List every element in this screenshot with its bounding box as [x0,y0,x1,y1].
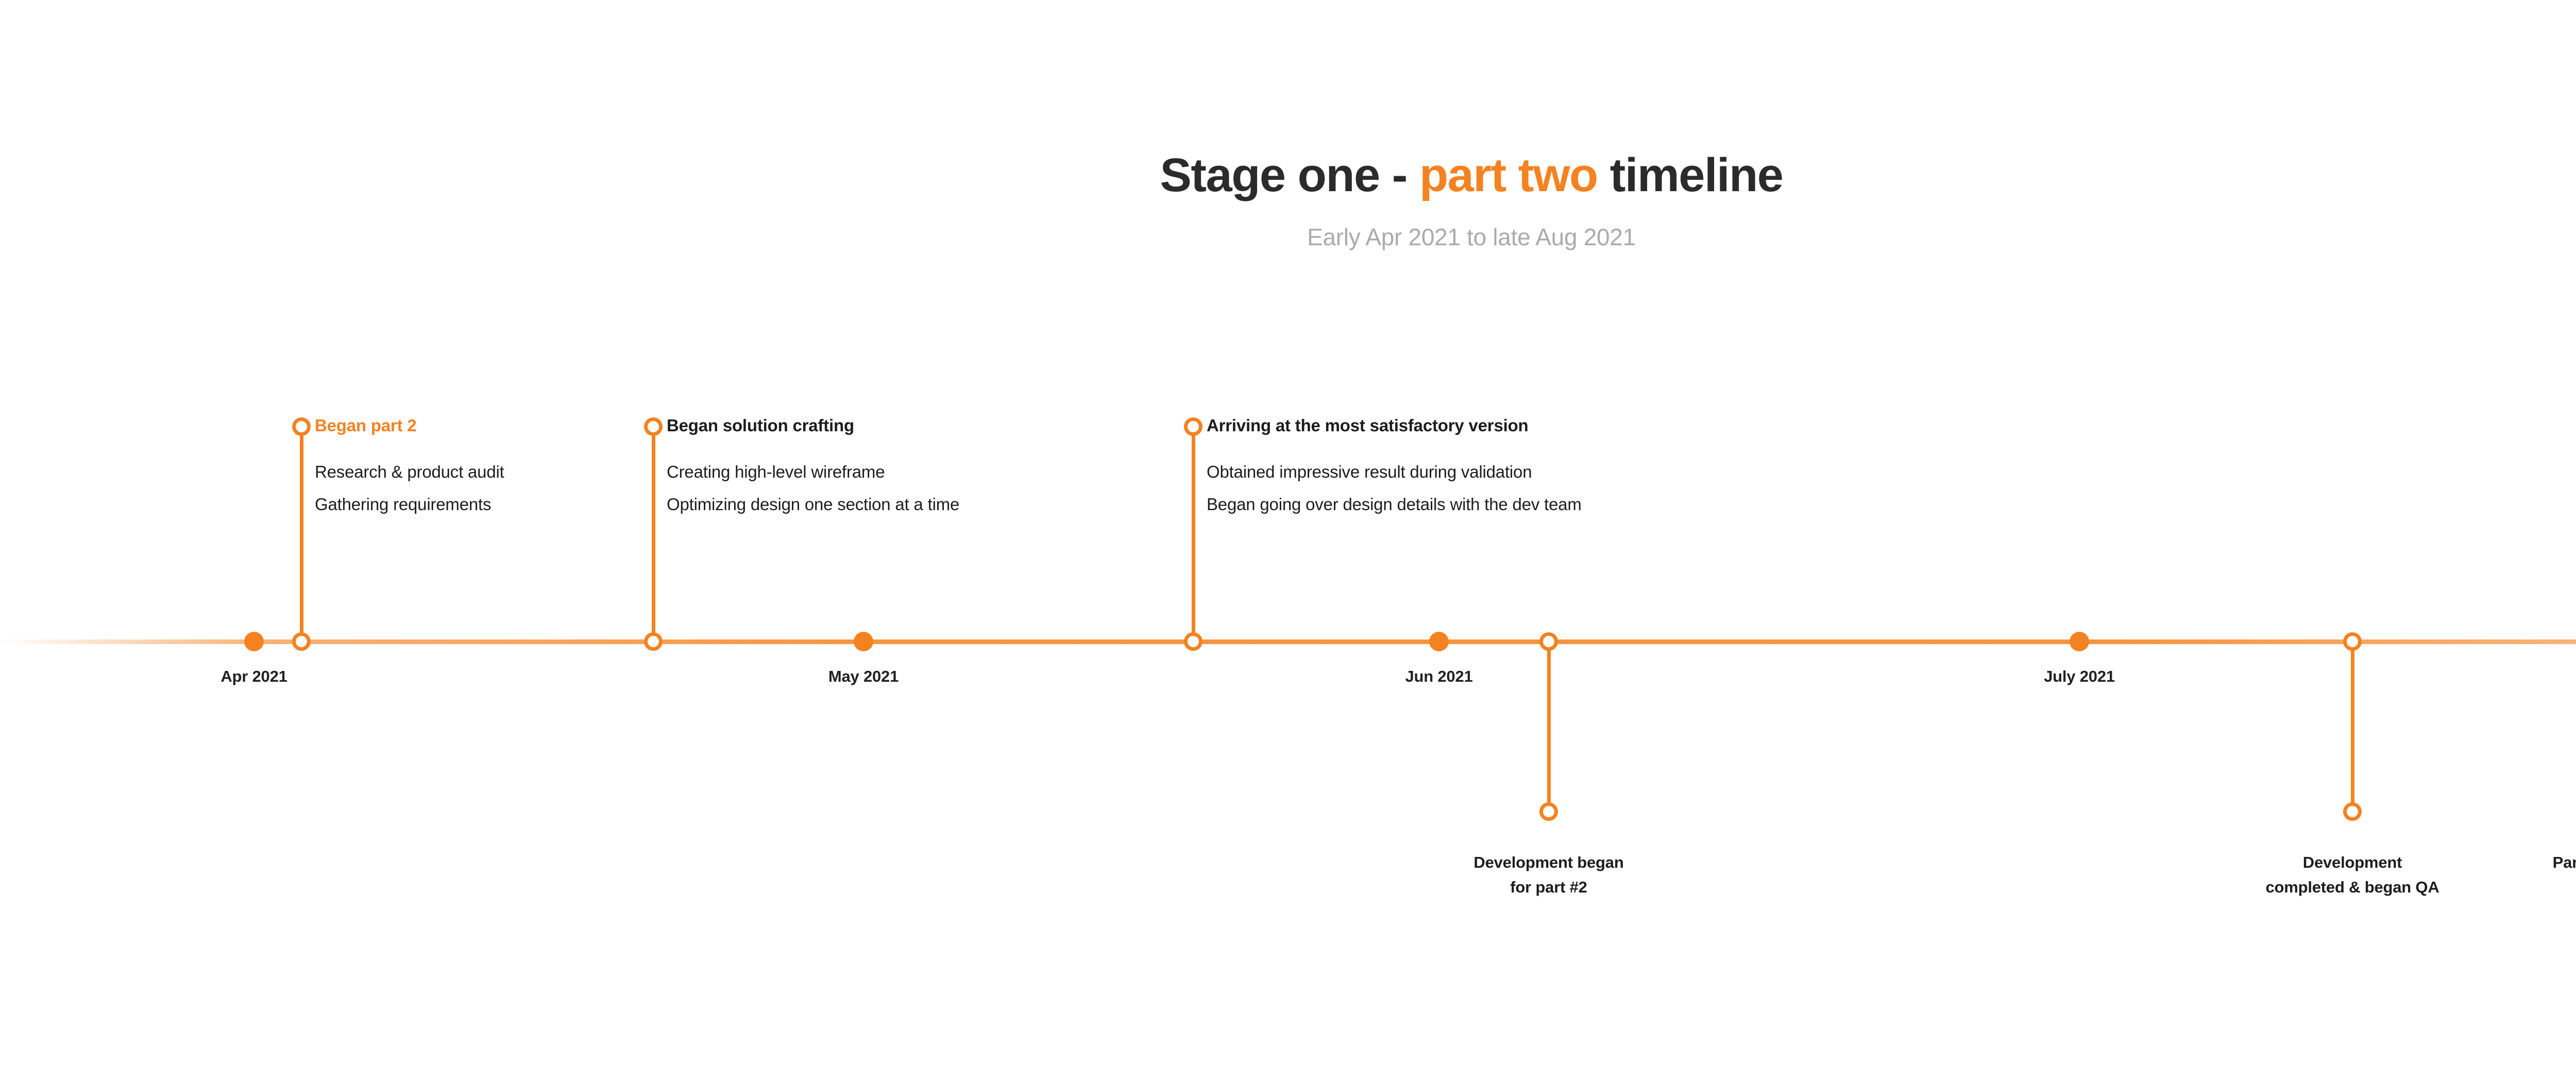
timeline-event-below: Development completed & began QA [2265,850,2439,900]
title-segment-one: Stage one - [1160,149,1419,201]
event-label-line: production [2553,875,2576,900]
event-detail-line: Gathering requirements [315,495,492,514]
month-tick-dot [1429,632,1449,651]
title-segment-three: timeline [1597,149,1784,201]
event-connector-stem [299,427,303,642]
event-detail-line: Research & product audit [315,462,504,481]
month-tick-dot [854,632,873,651]
month-tick-label: Jun 2021 [1405,667,1473,685]
event-label-line: Part #2 pushed to [2552,853,2576,871]
event-axis-ring[interactable] [644,632,663,651]
event-connector-stem [2350,642,2354,812]
month-tick-dot [244,632,264,651]
event-detail-line: Obtained impressive result during valida… [1207,462,1532,481]
event-detail-line: Began going over design details with the… [1207,495,1582,514]
event-label-line: for part #2 [1510,878,1587,897]
event-label-line: Development began [1473,853,1624,871]
event-detail-line: Optimizing design one section at a time [667,495,960,514]
event-axis-ring[interactable] [2343,632,2362,651]
event-marker-ring[interactable] [2343,802,2362,821]
event-title: Arriving at the most satisfactory versio… [1207,416,1529,435]
event-label-line: completed & began QA [2265,878,2439,897]
event-axis-ring[interactable] [1184,632,1202,651]
event-connector-stem [1547,642,1551,812]
timeline-event-below: Part #2 pushed to production [2553,850,2576,900]
page-header: Stage one - part two timeline Early Apr … [0,0,2576,251]
event-marker-ring[interactable] [292,417,311,436]
timeline-event-below: Development began for part #2 [1473,850,1623,900]
page-title: Stage one - part two timeline [0,149,2576,201]
event-axis-ring[interactable] [292,632,311,651]
event-axis-ring[interactable] [1539,632,1558,651]
page-subtitle: Early Apr 2021 to late Aug 2021 [1307,224,1636,251]
event-title: Began solution crafting [667,416,854,435]
event-marker-ring[interactable] [1184,417,1202,436]
event-title: Began part 2 [315,416,417,435]
event-marker-ring[interactable] [1539,802,1558,821]
month-tick-label: Apr 2021 [221,667,287,685]
event-connector-stem [1191,427,1195,642]
timeline-axis [0,639,2576,644]
month-tick-dot [2070,632,2089,651]
event-detail-line: Creating high-level wireframe [667,462,885,481]
title-segment-accent: part two [1419,149,1598,201]
event-label-line: Development [2302,853,2402,871]
event-connector-stem [651,427,655,642]
timeline-event-above: Arriving at the most satisfactory versio… [1207,415,1582,515]
month-tick-label: May 2021 [828,667,899,685]
month-tick-label: July 2021 [2044,667,2115,685]
event-marker-ring[interactable] [644,417,663,436]
